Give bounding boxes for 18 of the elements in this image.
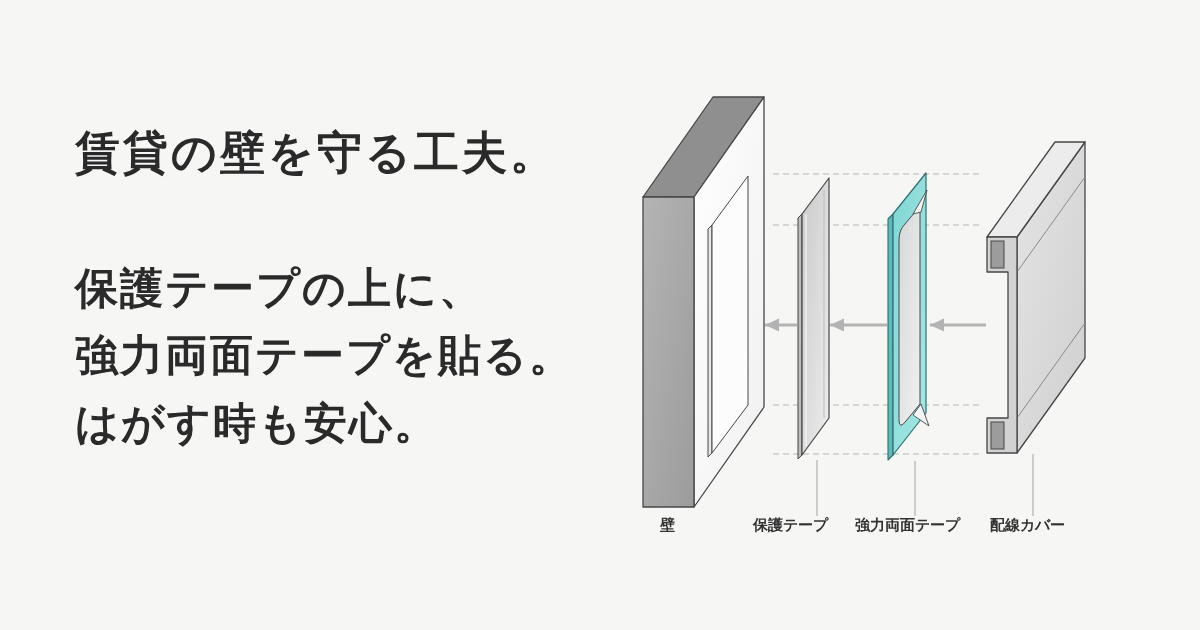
leader-line bbox=[1032, 453, 1034, 517]
arrow bbox=[830, 318, 887, 332]
body-text: 保護テープの上に、 bbox=[75, 262, 484, 314]
title-heading: 賃貸の壁を守る工夫。 bbox=[75, 125, 558, 181]
arrow bbox=[765, 318, 797, 332]
part-label: 強力両面テープ bbox=[855, 516, 960, 534]
part-label: 保護テープ bbox=[753, 516, 828, 534]
double-sided-tape-drawing bbox=[887, 172, 930, 461]
cable-cover-drawing bbox=[986, 141, 1086, 454]
wall-drawing bbox=[642, 96, 765, 508]
leader-line bbox=[914, 460, 916, 517]
body-text: はがす時も安心。 bbox=[75, 397, 439, 449]
leader-line bbox=[816, 459, 818, 517]
body-text: 強力両面テープを貼る。 bbox=[75, 329, 574, 381]
arrow bbox=[930, 318, 986, 332]
part-label: 壁 bbox=[660, 516, 675, 534]
protective-tape-drawing bbox=[797, 177, 830, 460]
part-label: 配線カバー bbox=[990, 516, 1065, 534]
